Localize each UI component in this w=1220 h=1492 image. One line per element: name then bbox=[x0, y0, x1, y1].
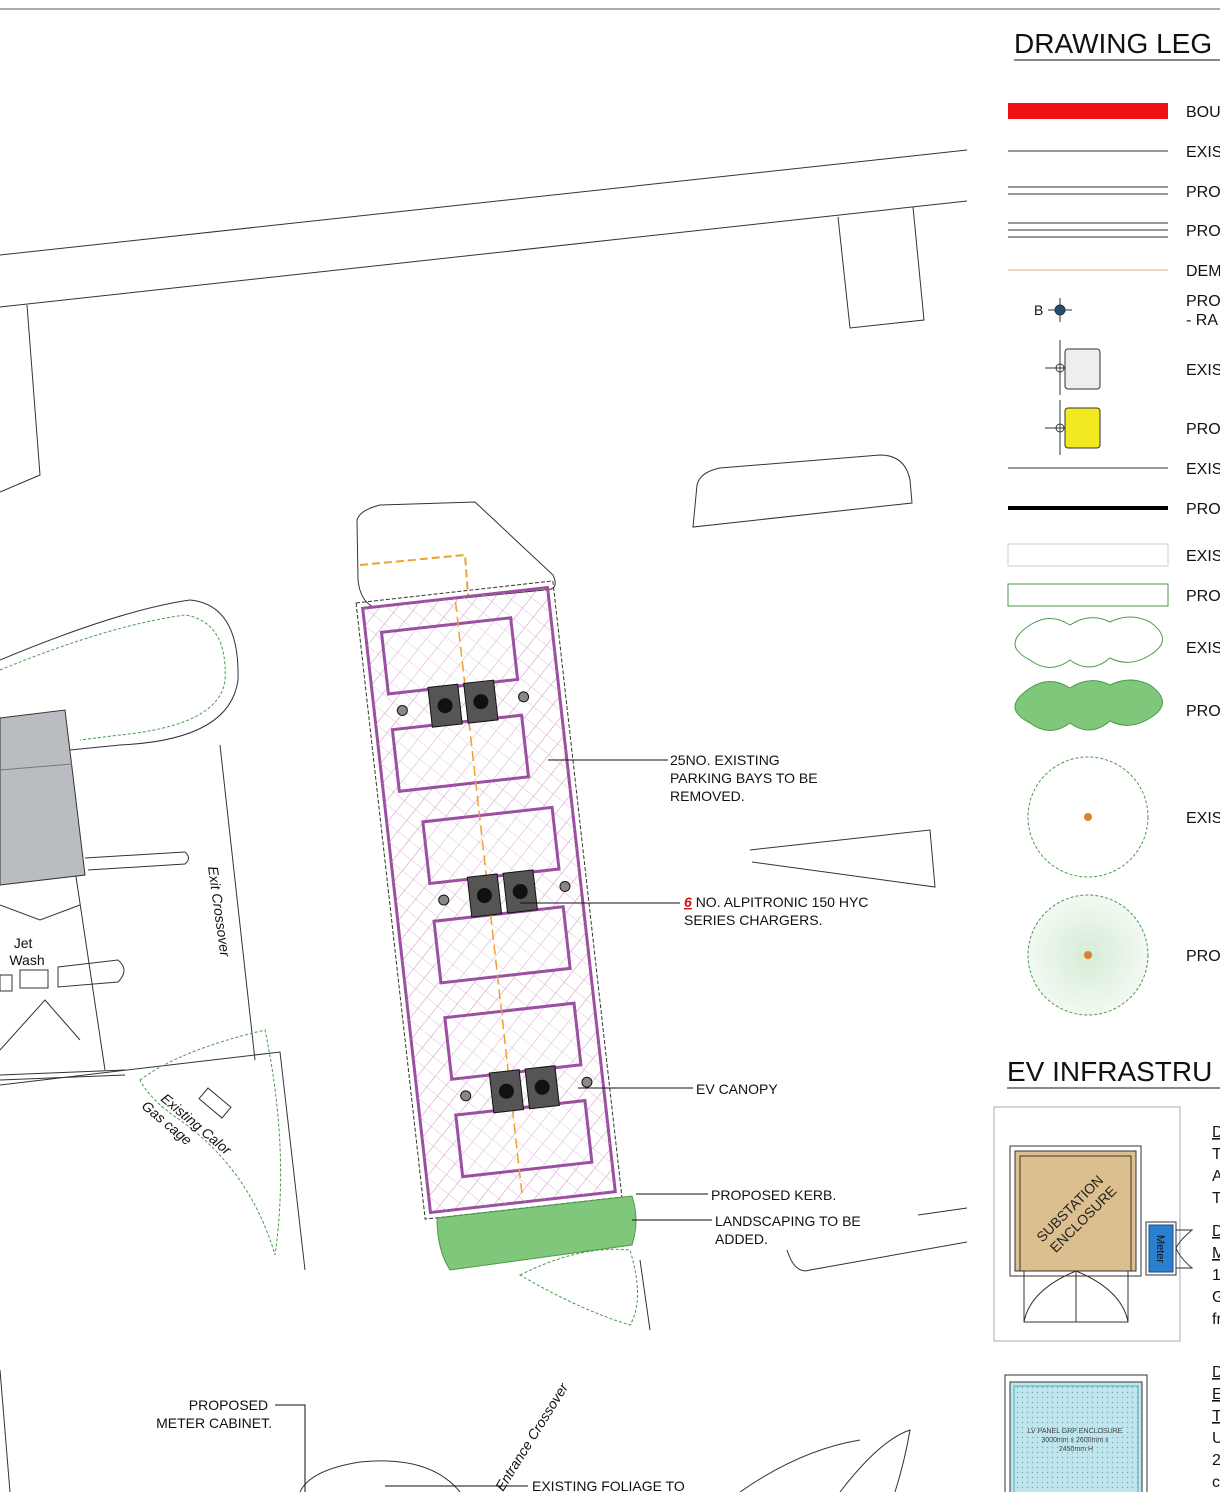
svg-text:PRO: PRO bbox=[1186, 588, 1220, 605]
svg-text:PRO: PRO bbox=[1186, 703, 1220, 720]
parking-bays-label: 25NO. EXISTING PARKING BAYS TO BE REMOVE… bbox=[670, 752, 821, 804]
svg-text:EXIS: EXIS bbox=[1186, 548, 1220, 565]
ev-text-block-1: D T A T bbox=[1212, 1124, 1220, 1207]
legend-title: DRAWING LEG bbox=[1014, 28, 1212, 59]
svg-text:PRO: PRO bbox=[1186, 184, 1220, 201]
landscaping-label: LANDSCAPING TO BE ADDED. bbox=[715, 1213, 865, 1247]
chargers-label: 6 NO. ALPITRONIC 150 HYC SERIES CHARGERS… bbox=[684, 894, 872, 928]
svg-text:LV PANEL GRP ENCLOSURE 3: LV PANEL GRP ENCLOSURE 3000mm x 2600mm x… bbox=[1028, 1428, 1125, 1453]
ev-text-block-3: D E T U 2 c bbox=[1212, 1364, 1220, 1491]
site-features bbox=[0, 454, 968, 1492]
chargers bbox=[396, 679, 593, 1114]
svg-text:EXIS: EXIS bbox=[1186, 810, 1220, 827]
svg-text:PRO: PRO bbox=[1186, 948, 1220, 965]
substation-panel bbox=[993, 1106, 1181, 1342]
exit-crossover-label: Exit Crossover bbox=[205, 865, 234, 959]
parking-bays bbox=[379, 616, 594, 1179]
substation-enclosure: SUBSTATION ENCLOSURE bbox=[1009, 1145, 1142, 1323]
road-outline bbox=[0, 149, 968, 493]
svg-text:PRO: PRO bbox=[1186, 223, 1220, 240]
svg-text:EXIS: EXIS bbox=[1186, 362, 1220, 379]
ev-canopy-area bbox=[355, 580, 623, 1220]
ev-text-block-2: D M 1 G fr bbox=[1212, 1223, 1220, 1328]
svg-text:PRO: PRO bbox=[1186, 421, 1220, 438]
meter-cabinet-label: PROPOSED METER CABINET. bbox=[156, 1397, 272, 1431]
proposed-kerb-label: PROPOSED KERB. bbox=[711, 1187, 836, 1203]
calor-gas-cage-label: Existing Calor Gas cage bbox=[139, 1084, 238, 1174]
landscaping-area bbox=[436, 1195, 637, 1271]
svg-text:EXIS: EXIS bbox=[1186, 640, 1220, 657]
existing-foliage-label: EXISTING FOLIAGE TO bbox=[532, 1478, 685, 1492]
svg-text:EXIS: EXIS bbox=[1186, 461, 1220, 478]
ev-canopy-label: EV CANOPY bbox=[696, 1081, 778, 1097]
building bbox=[0, 709, 86, 886]
jet-wash-label: Jet Wash bbox=[9, 935, 44, 968]
svg-text:- RA: - RA bbox=[1186, 312, 1218, 329]
legend-marker-b: B bbox=[1034, 302, 1043, 318]
svg-text:PRO: PRO bbox=[1186, 293, 1220, 310]
ev-infrastructure-title: EV INFRASTRU bbox=[1007, 1056, 1212, 1087]
svg-text:DEM: DEM bbox=[1186, 263, 1220, 280]
legend-symbols bbox=[1007, 103, 1169, 1016]
svg-text:BOU: BOU bbox=[1186, 104, 1220, 121]
building-ridge bbox=[0, 763, 73, 771]
svg-text:EXIS: EXIS bbox=[1186, 144, 1220, 161]
meter-cabinet: Meter bbox=[1145, 1221, 1194, 1276]
svg-text:PRO: PRO bbox=[1186, 501, 1220, 518]
svg-text:Meter: Meter bbox=[1154, 1235, 1166, 1263]
leader-lines bbox=[275, 759, 712, 1492]
legend-labels: BOU EXIS PRO PRO DEM PRO - RA EXIS PRO E… bbox=[1186, 104, 1220, 965]
entrance-crossover-label: Entrance Crossover bbox=[492, 1379, 572, 1492]
lv-panel-enclosure: LV PANEL GRP ENCLOSURE 3000mm x 2600mm x… bbox=[1004, 1374, 1148, 1492]
